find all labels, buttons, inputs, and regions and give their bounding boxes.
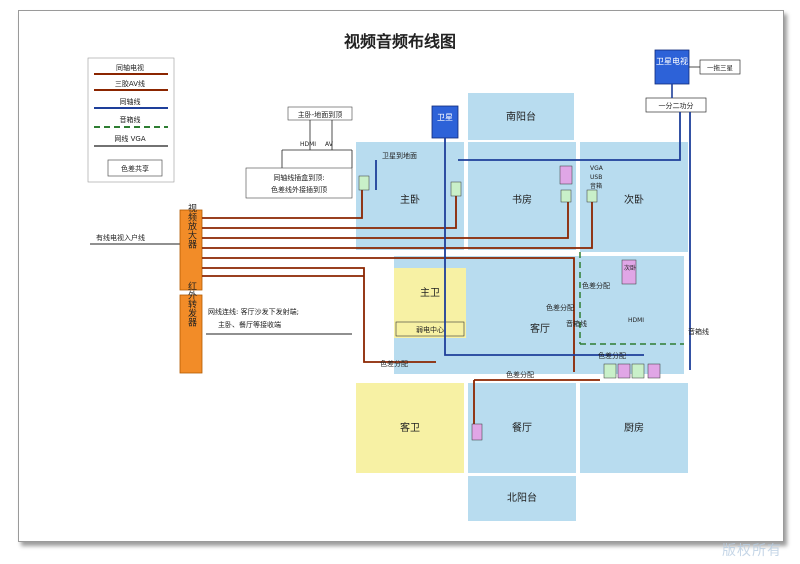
color-split-label-1: 色差分配 bbox=[380, 359, 408, 368]
wire-living-1 bbox=[202, 257, 575, 372]
room-master-bath-label: 主卫 bbox=[420, 287, 440, 299]
study-outlet bbox=[560, 189, 572, 203]
room-master-bedroom-label: 主卧 bbox=[400, 193, 420, 206]
sat-to-floor-label: 卫星到地面 bbox=[382, 151, 417, 160]
living-outlet-2 bbox=[617, 363, 631, 379]
wire-study-tv-2 bbox=[202, 195, 593, 249]
room-guest-bath-label: 客卫 bbox=[400, 421, 420, 434]
room-south-balcony bbox=[468, 93, 574, 140]
legend-label-2: 同轴线 bbox=[120, 97, 141, 106]
living-outlet-1 bbox=[603, 363, 617, 379]
devices: 卫星 卫星电视 一拖三星 一分二功分 视频放大器 红外转发器 bbox=[179, 49, 741, 374]
master-top-label: 主卧-地面到顶 bbox=[298, 110, 343, 119]
room-master-bedroom bbox=[356, 142, 464, 250]
satellite-dish-box bbox=[431, 105, 459, 139]
room-guest-bath bbox=[356, 383, 464, 473]
living-outlet-3 bbox=[631, 363, 645, 379]
second-projector bbox=[621, 259, 637, 285]
coax-note-box bbox=[245, 167, 353, 199]
study-pc-box bbox=[559, 165, 573, 185]
coax-wires bbox=[375, 112, 691, 370]
wire-satellite-main bbox=[444, 138, 644, 356]
room-living-label: 客厅 bbox=[530, 322, 550, 335]
speaker-line-label: 音箱线 bbox=[566, 319, 587, 328]
living-outlet-4 bbox=[647, 363, 661, 379]
room-kitchen-label: 厨房 bbox=[624, 421, 644, 434]
legend-share-box bbox=[107, 159, 163, 177]
watermark: 版权所有 bbox=[722, 543, 782, 559]
video-amp-box bbox=[179, 209, 203, 291]
av-wires bbox=[202, 190, 600, 426]
legend-label-1: 三胶AV线 bbox=[115, 79, 145, 88]
legend-label-3: 音箱线 bbox=[120, 115, 141, 124]
av-label: AV bbox=[325, 141, 334, 148]
satellite-tv-label: 卫星电视 bbox=[656, 56, 688, 66]
ac-center-label: 弱电中心 bbox=[416, 325, 444, 334]
notes: 主卧-地面到顶 HDMI AV 同轴线插盒到顶: 色差线外接插到顶 有线电视入户… bbox=[90, 106, 353, 335]
room-south-balcony-label: 南阳台 bbox=[506, 110, 536, 123]
ir-repeater-box bbox=[179, 294, 203, 374]
ir-repeater-label: 红外转发器 bbox=[186, 280, 197, 326]
wire-master-tv bbox=[202, 190, 363, 219]
diagram-title: 视频音频布线图 bbox=[344, 32, 456, 51]
master-top-box bbox=[287, 106, 353, 121]
ir-note-line2: 主卧、餐厅等接收端 bbox=[218, 320, 281, 329]
satellite-dish-label: 卫星 bbox=[437, 113, 453, 122]
splitter-label: 一分二功分 bbox=[659, 101, 694, 110]
room-kitchen bbox=[580, 383, 688, 473]
color-split-label-2: 色差分配 bbox=[506, 370, 534, 379]
audio-label: 音箱 bbox=[590, 182, 602, 190]
splitter-box bbox=[645, 97, 707, 113]
legend-label-4: 网线 VGA bbox=[114, 134, 145, 143]
room-dining bbox=[468, 383, 576, 473]
room-second-bedroom-label: 次卧 bbox=[624, 193, 644, 206]
dining-tv bbox=[471, 423, 483, 441]
room-dining-label: 餐厅 bbox=[512, 421, 532, 434]
video-amp-label: 视频放大器 bbox=[186, 202, 197, 248]
study-outlet-2 bbox=[586, 189, 598, 203]
hdmi-label-2: HDMI bbox=[628, 317, 644, 324]
speaker-line-label-2: 音箱线 bbox=[688, 327, 709, 336]
legend: 同轴电视 三胶AV线 同轴线 音箱线 网线 VGA 色差共享 bbox=[87, 57, 175, 183]
ac-center-box bbox=[395, 321, 465, 337]
legend-share-label: 色差共享 bbox=[121, 164, 149, 173]
sub-label: 次卧 bbox=[624, 264, 636, 272]
legend-label-0: 同轴电视 bbox=[116, 63, 144, 72]
room-study-label: 书房 bbox=[512, 193, 532, 206]
color-split-label-3: 色差分配 bbox=[546, 303, 574, 312]
coax-note-line2: 色差线外接插到顶 bbox=[271, 185, 327, 194]
ir-note-line1: 网线连线: 客厅沙发下发射端; bbox=[208, 307, 299, 316]
speaker-wires bbox=[579, 252, 684, 345]
wire-color-split bbox=[202, 267, 436, 363]
room-north-balcony bbox=[468, 476, 576, 521]
master-outlet-2 bbox=[450, 181, 462, 197]
yixie-label: 一拖三星 bbox=[707, 63, 734, 72]
color-split-label-5: 色差分配 bbox=[598, 351, 626, 360]
satellite-tv-box bbox=[654, 49, 690, 85]
coax-note-line1: 同轴线插盒到顶: bbox=[273, 173, 324, 182]
wire-satellite-floor bbox=[458, 112, 681, 161]
hdmi-label: HDMI bbox=[300, 141, 316, 148]
vga-label: VGA bbox=[590, 165, 604, 172]
color-split-label-4: 色差分配 bbox=[582, 281, 610, 290]
wire-study-tv bbox=[202, 195, 569, 239]
room-north-balcony-label: 北阳台 bbox=[507, 491, 537, 504]
master-outlet bbox=[358, 175, 370, 191]
wire-master-tv-2 bbox=[202, 196, 457, 229]
cable-in-label: 有线电视入户线 bbox=[96, 233, 145, 242]
usb-label: USB bbox=[590, 174, 602, 181]
room-devices bbox=[358, 165, 661, 441]
annotations: 卫星到地面 VGA USB 音箱 色差分配 色差分配 色差分配 色差分配 色差分… bbox=[380, 151, 709, 379]
